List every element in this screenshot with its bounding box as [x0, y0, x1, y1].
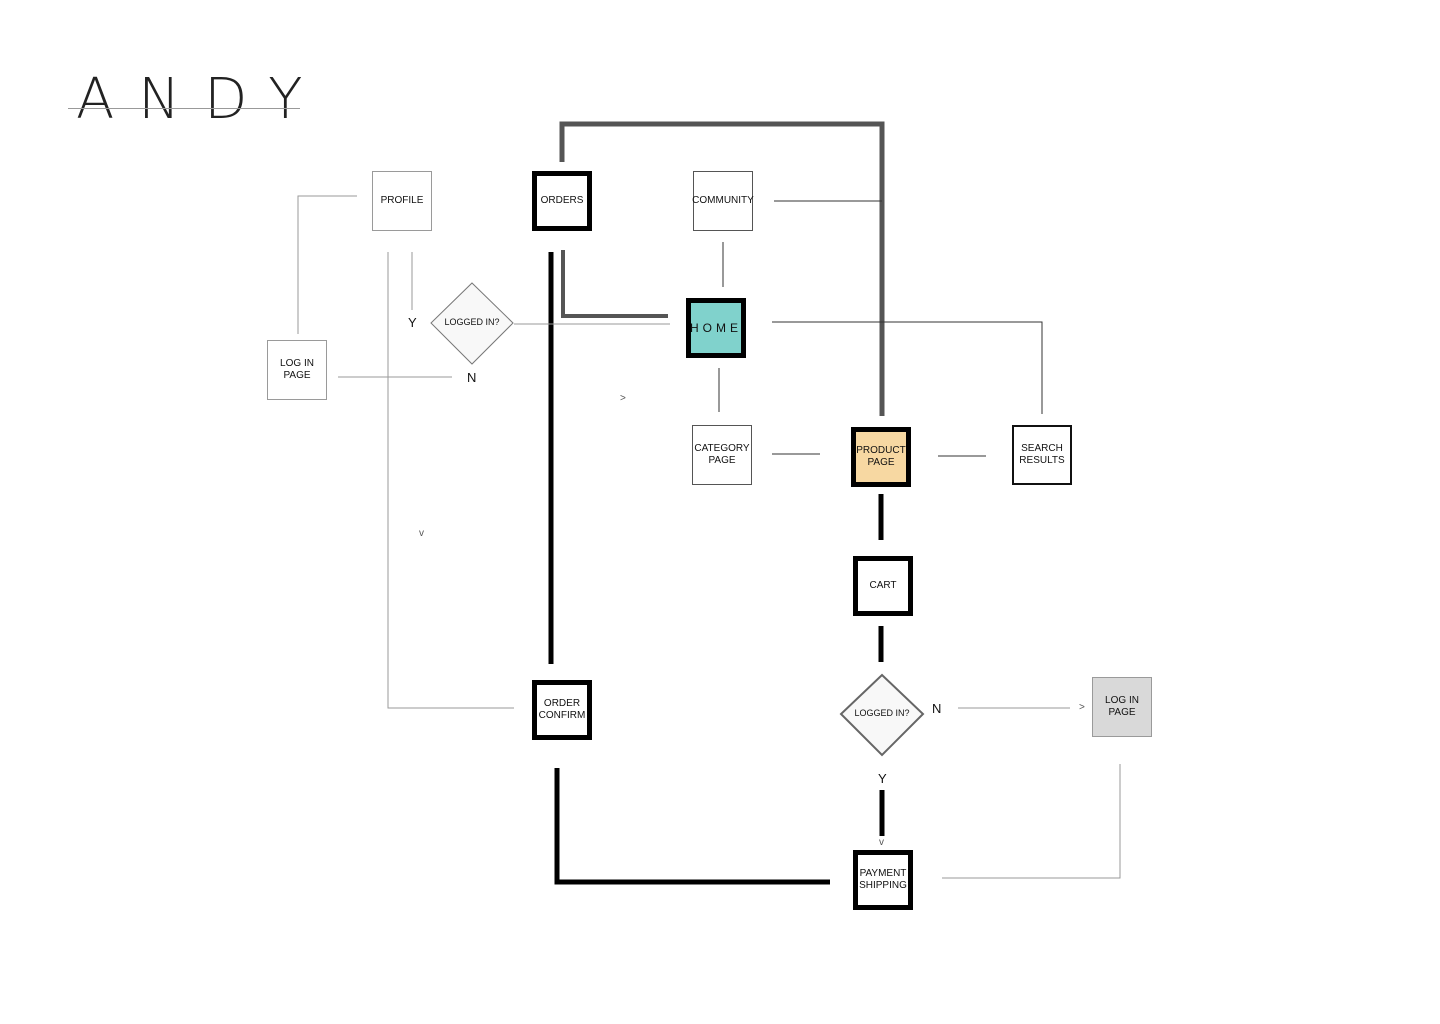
- node-search-line2: RESULTS: [1019, 455, 1065, 466]
- node-home[interactable]: HOME: [686, 298, 746, 358]
- node-order-confirm[interactable]: ORDER CONFIRM: [532, 680, 592, 740]
- node-payment-line1: PAYMENT: [859, 868, 907, 879]
- node-community-label: COMMUNITY: [692, 195, 754, 206]
- node-home-label: HOME: [690, 321, 742, 335]
- node-order-confirm-line2: CONFIRM: [538, 710, 586, 721]
- node-category[interactable]: CATEGORY PAGE: [692, 425, 752, 485]
- decision-right-yes: Y: [878, 771, 887, 786]
- connector-orders-home: [561, 250, 668, 318]
- decision-left-no: N: [467, 370, 477, 385]
- node-search-results[interactable]: SEARCH RESULTS: [1012, 425, 1072, 485]
- node-login-left-line1: LOG IN: [280, 358, 314, 369]
- node-cart-label: CART: [869, 580, 897, 591]
- node-category-line1: CATEGORY: [694, 443, 750, 454]
- connector-orders-product: [559, 121, 885, 416]
- node-login-left[interactable]: LOG IN PAGE: [267, 340, 327, 400]
- arrow-down-marker-left: v: [419, 528, 424, 539]
- arrow-right-marker-mid: >: [620, 393, 626, 404]
- decision-right-label: LOGGED IN?: [854, 708, 910, 718]
- node-login-right[interactable]: LOG IN PAGE: [1092, 677, 1152, 737]
- connector-home-search: [772, 321, 1043, 414]
- node-product-line2: PAGE: [867, 457, 895, 468]
- node-product[interactable]: PRODUCT PAGE: [851, 427, 911, 487]
- node-category-line2: PAGE: [708, 455, 736, 466]
- decision-left-yes: Y: [408, 315, 417, 330]
- node-community[interactable]: COMMUNITY: [692, 171, 754, 231]
- connector-profile-login-left: [297, 195, 357, 334]
- decision-diamond-right: [839, 673, 925, 757]
- node-profile[interactable]: PROFILE: [372, 171, 432, 231]
- connector-payment-orderconfirm: [554, 768, 830, 885]
- connector-profile-orderconfirm: [387, 252, 514, 709]
- connector-login-right-payment: [942, 764, 1121, 879]
- logo-strikethrough: [68, 108, 300, 109]
- node-payment-shipping[interactable]: PAYMENT SHIPPING: [853, 850, 913, 910]
- decision-right-no: N: [932, 701, 942, 716]
- node-login-right-line2: PAGE: [1108, 707, 1136, 718]
- brand-logo: ANDY: [76, 67, 327, 132]
- node-product-line1: PRODUCT: [856, 445, 906, 456]
- arrow-down-marker-payment: v: [879, 837, 884, 848]
- node-search-line1: SEARCH: [1021, 443, 1063, 454]
- node-profile-label: PROFILE: [380, 195, 424, 206]
- node-cart[interactable]: CART: [853, 556, 913, 616]
- arrow-right-marker-login: >: [1079, 702, 1085, 713]
- node-payment-line2: SHIPPING: [859, 880, 907, 891]
- node-login-right-line1: LOG IN: [1105, 695, 1139, 706]
- node-orders-label: ORDERS: [540, 195, 584, 206]
- node-order-confirm-line1: ORDER: [543, 698, 581, 709]
- node-login-left-line2: PAGE: [283, 370, 311, 381]
- decision-left-label: LOGGED IN?: [444, 317, 500, 327]
- node-orders[interactable]: ORDERS: [532, 171, 592, 231]
- decision-diamond-left: [430, 282, 514, 365]
